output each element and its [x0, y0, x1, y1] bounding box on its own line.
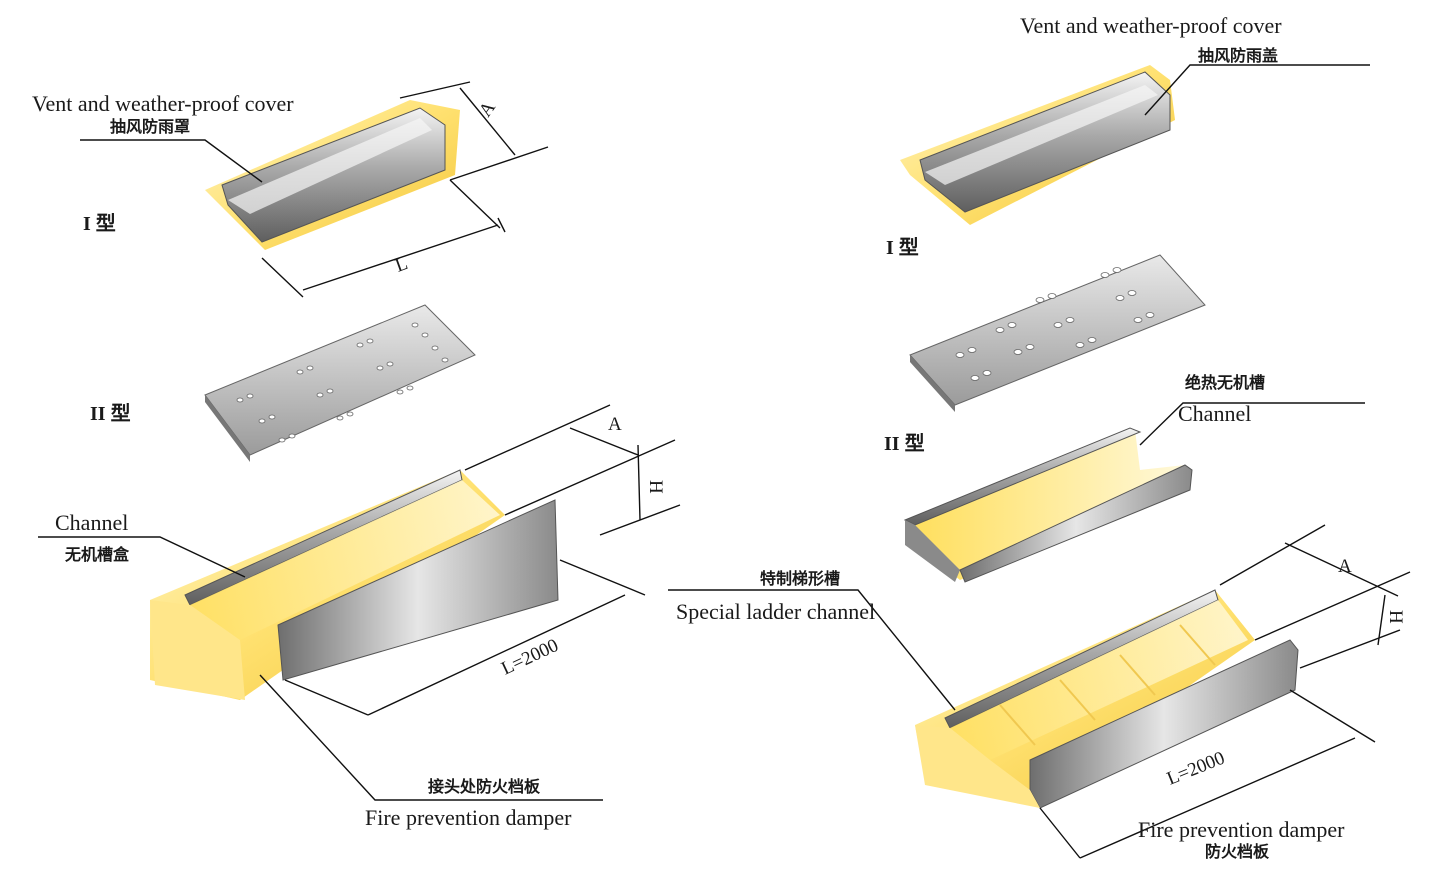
- left-dim-h: H: [645, 480, 666, 494]
- left-cover-leader: [80, 139, 263, 183]
- left-channel-leader: [38, 536, 246, 578]
- left-type-2-label: II 型: [90, 402, 131, 425]
- right-damper-label-en: Fire prevention damper: [1138, 817, 1345, 842]
- right-channel-leader: [1139, 402, 1365, 446]
- right-type-2-label: II 型: [884, 432, 925, 455]
- right-channel-label-zh: 绝热无机槽: [1185, 373, 1265, 392]
- right-ladder-channel: [915, 589, 1299, 809]
- left-damper-label-zh: 接头处防火档板: [428, 777, 541, 796]
- left-dim-l: L: [393, 253, 411, 277]
- right-ladder-label-zh: 特制梯形槽: [760, 569, 840, 588]
- right-channel-label-en: Channel: [1178, 401, 1251, 426]
- right-dim-length: L=2000: [1164, 748, 1228, 790]
- right-panel: Vent and weather-proof cover 抽风防雨盖 I 型: [668, 13, 1411, 861]
- right-ladder-dimensions: [1039, 524, 1411, 859]
- left-cover-label-en: Vent and weather-proof cover: [32, 91, 294, 116]
- left-channel-label-zh: 无机槽盒: [64, 545, 130, 564]
- right-insulation-channel: [903, 427, 1193, 583]
- left-dim-a-top: A: [475, 97, 500, 121]
- left-cover-dimensions: [261, 81, 549, 298]
- right-type-1-label: I 型: [886, 236, 919, 259]
- left-dim-length: L=2000: [498, 635, 562, 680]
- left-damper-leader: [259, 674, 603, 801]
- left-channel-dimensions: [284, 404, 681, 716]
- left-panel: A L Vent and weather-proof cover 抽风防雨罩 I…: [32, 81, 681, 830]
- left-damper-label-en: Fire prevention damper: [365, 805, 572, 830]
- right-vent-cover: [900, 65, 1175, 225]
- right-dim-h: H: [1385, 610, 1406, 624]
- right-cover-leader: [1144, 64, 1370, 116]
- left-vent-cover: [205, 100, 460, 250]
- right-ladder-leader: [668, 589, 956, 711]
- right-cover-label-zh: 抽风防雨盖: [1198, 46, 1278, 65]
- right-damper-label-zh: 防火档板: [1205, 842, 1270, 861]
- left-type-1-label: I 型: [83, 212, 116, 235]
- right-perforated-plate: [909, 254, 1206, 412]
- right-dim-a: A: [1338, 556, 1352, 577]
- left-dim-a: A: [608, 414, 622, 435]
- left-cover-label-zh: 抽风防雨罩: [110, 117, 190, 136]
- right-ladder-label-en: Special ladder channel: [676, 599, 875, 624]
- left-channel-trough: [150, 469, 559, 700]
- right-cover-label-en: Vent and weather-proof cover: [1020, 13, 1282, 38]
- left-perforated-plate: [204, 304, 476, 462]
- left-channel-label-en: Channel: [55, 510, 128, 535]
